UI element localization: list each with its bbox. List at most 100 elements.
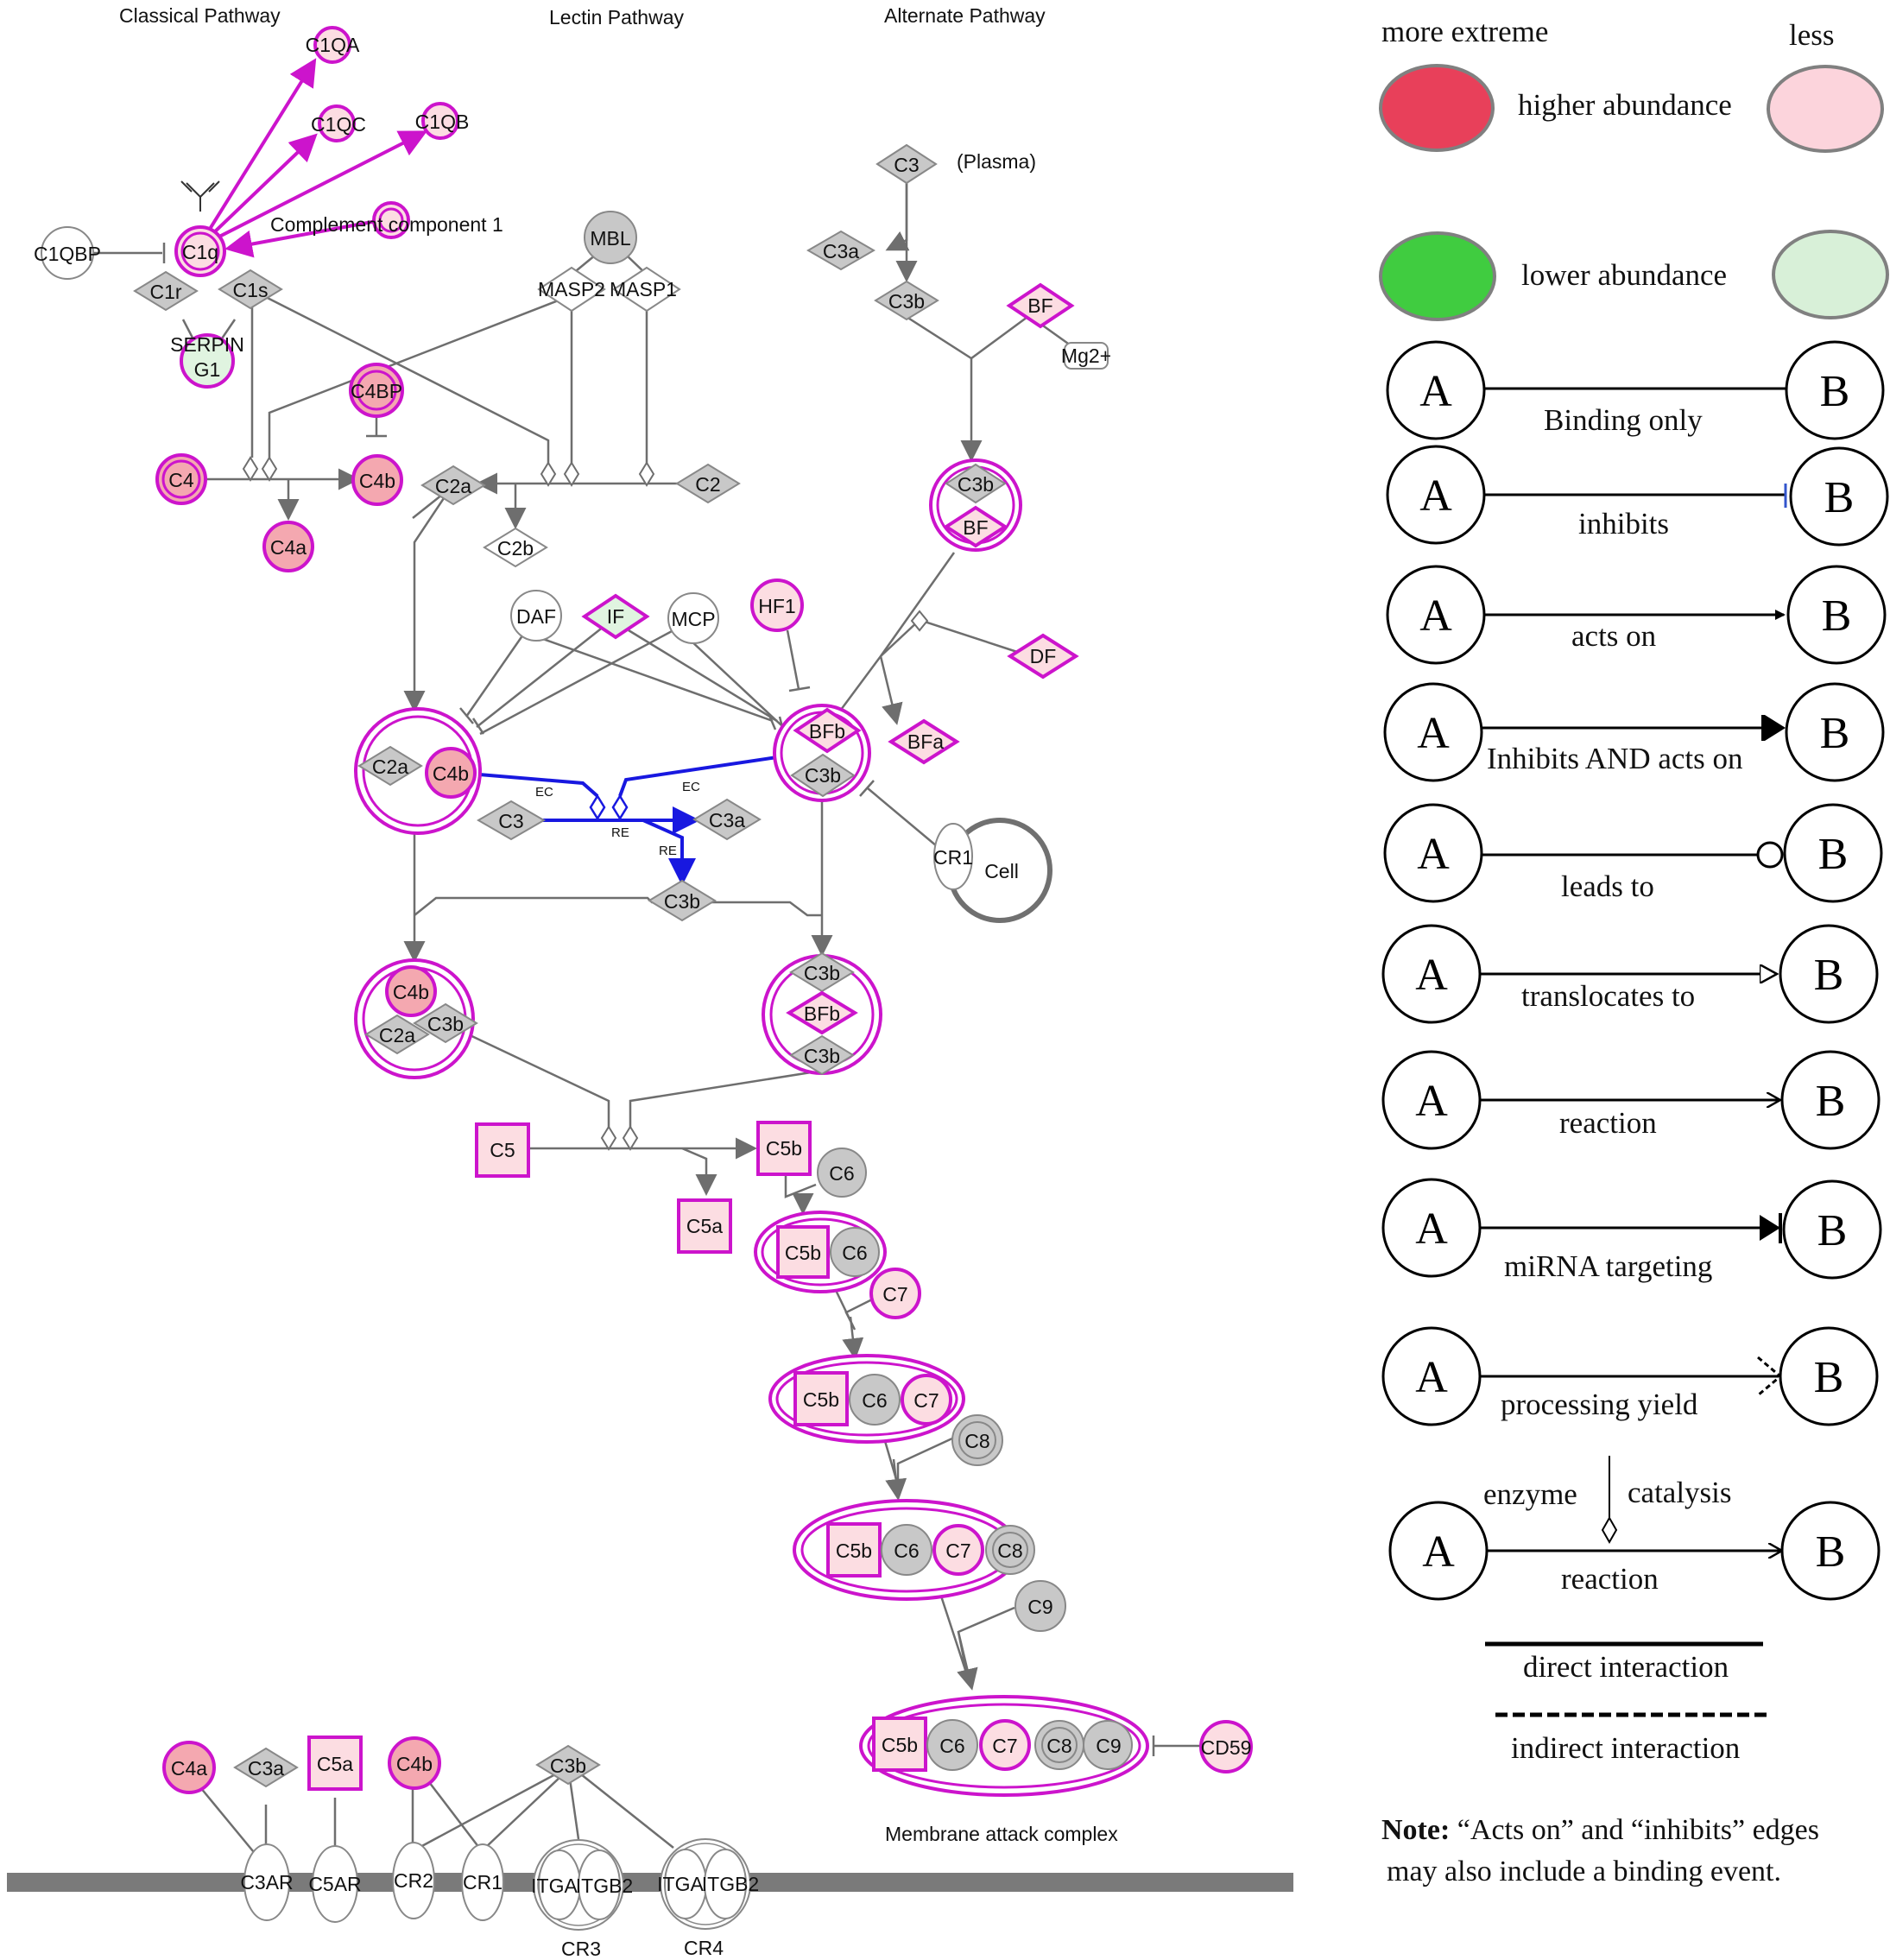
legend-indirect: indirect interaction	[1511, 1731, 1740, 1765]
svg-text:A: A	[1415, 1353, 1448, 1402]
receptor-cr2[interactable]: CR2	[392, 1842, 435, 1919]
node-c1s[interactable]: C1s	[218, 269, 283, 310]
node-mg2[interactable]: Mg2+	[1061, 342, 1111, 370]
node-df[interactable]: DF	[1007, 633, 1079, 680]
receptor-cr1[interactable]: CR1	[461, 1843, 504, 1921]
svg-text:C4BP: C4BP	[351, 380, 402, 402]
node-c4a-top[interactable]: C4a	[262, 521, 314, 572]
node-bf-top[interactable]: BF	[1006, 282, 1075, 329]
node-c3b-plasma[interactable]: C3b	[874, 280, 939, 321]
node-c1q[interactable]: C1q	[174, 225, 226, 277]
legend-inhibits: A B inhibits	[1386, 445, 1889, 547]
svg-text:G1: G1	[194, 358, 221, 381]
node-c1r[interactable]: C1r	[133, 270, 199, 312]
node-c4[interactable]: C4	[155, 453, 207, 505]
svg-text:B: B	[1814, 1353, 1844, 1402]
label-mac: Membrane attack complex	[885, 1823, 1118, 1845]
svg-text:C1QC: C1QC	[311, 113, 366, 136]
svg-text:DF: DF	[1030, 645, 1057, 667]
label-ec-right: EC	[682, 780, 700, 794]
node-masp2[interactable]: MASP2	[537, 266, 606, 313]
node-c4a-bottom[interactable]: C4a	[162, 1741, 216, 1794]
node-c1qa[interactable]: C1QA	[306, 26, 360, 64]
node-cr1-cell[interactable]: CR1	[933, 823, 973, 890]
node-c6[interactable]: C6	[817, 1148, 867, 1198]
edge-to-bfa	[879, 655, 903, 725]
edge-cr1-c3bbfb	[867, 787, 938, 847]
svg-text:BF: BF	[963, 516, 988, 539]
svg-text:CD59: CD59	[1201, 1736, 1252, 1759]
node-hf1[interactable]: HF1	[750, 579, 804, 632]
edge-serping-c1r	[181, 319, 196, 342]
complex-bfb-c3b[interactable]: BFb C3b	[773, 704, 871, 802]
svg-text:enzyme: enzyme	[1483, 1477, 1577, 1511]
catalysis-diamond	[261, 456, 278, 482]
node-daf[interactable]: DAF	[510, 590, 562, 642]
svg-text:C3b: C3b	[664, 890, 700, 913]
node-c7[interactable]: C7	[869, 1268, 921, 1319]
node-c3a-bottom[interactable]: C3a	[233, 1747, 299, 1788]
legend-note-line2: may also include a binding event.	[1387, 1856, 1781, 1887]
complex-membrane-attack[interactable]: C5b C6 C7 C8 C9	[859, 1695, 1149, 1797]
node-c1qb[interactable]: C1QB	[415, 102, 470, 140]
node-mcp[interactable]: MCP	[667, 592, 719, 644]
svg-text:A: A	[1415, 1077, 1448, 1126]
node-mbl[interactable]: MBL	[584, 211, 637, 264]
node-c3b-bottom[interactable]: C3b	[535, 1744, 601, 1786]
complex-c3b-bfb-c3b[interactable]: C3b BFb C3b	[762, 952, 882, 1076]
node-c5a-bottom[interactable]: C5a	[307, 1736, 363, 1791]
complex-c3b-bf[interactable]: C3b BF	[929, 458, 1022, 552]
node-c4b-bottom[interactable]: C4b	[388, 1736, 441, 1790]
edge-c3-c3a-plasma	[885, 183, 910, 251]
complex-c4b-c2a-c3b[interactable]: C4b C2a C3b	[354, 958, 478, 1079]
legend-leads-to: A B leads to	[1383, 803, 1883, 903]
edge-c4b2a-conv	[478, 773, 599, 798]
edge-c3b-cr2	[418, 1772, 558, 1849]
legend-processing-yield: A B processing yield	[1381, 1326, 1879, 1426]
node-c8[interactable]: C8	[951, 1414, 1003, 1466]
node-c1qc[interactable]: C1QC	[311, 104, 366, 142]
node-c5[interactable]: C5	[475, 1122, 530, 1178]
receptor-cr3[interactable]: ITGA ITGB2 CR3	[531, 1839, 633, 1960]
complex-c5b-c6-c7[interactable]: C5b C6 C7	[768, 1354, 965, 1444]
node-c5a[interactable]: C5a	[677, 1198, 732, 1254]
node-cell[interactable]: Cell	[947, 818, 1052, 923]
svg-text:C7: C7	[992, 1735, 1017, 1757]
catalysis-diamond	[600, 1125, 617, 1151]
node-c4b-top[interactable]: C4b	[351, 454, 403, 506]
node-c5b[interactable]: C5b	[756, 1121, 812, 1176]
node-c3-plasma[interactable]: C3	[875, 143, 938, 185]
complex-c2a-c4b[interactable]: C2a C4b	[354, 707, 482, 835]
receptor-c5ar[interactable]: C5AR	[308, 1845, 362, 1923]
node-serping1[interactable]: SERPIN G1	[170, 333, 244, 389]
edge-bar-l1	[459, 707, 474, 724]
node-bfa[interactable]: BFa	[888, 718, 960, 765]
complex-c5b-c6-c7-c8[interactable]: C5b C6 C7 C8	[793, 1499, 1035, 1601]
node-c3a-plasma[interactable]: C3a	[806, 230, 875, 271]
magenta-edges	[205, 58, 428, 258]
node-if[interactable]: IF	[581, 593, 650, 640]
edge-c8-add	[879, 1426, 955, 1486]
edge-c1q-c1qa	[205, 58, 317, 235]
node-c2[interactable]: C2	[675, 463, 741, 504]
header-alternate: Alternate Pathway	[884, 4, 1046, 27]
node-masp1[interactable]: MASP1	[610, 266, 681, 313]
node-c1qbp[interactable]: C1QBP	[34, 226, 101, 280]
node-cd59[interactable]: CD59	[1199, 1720, 1253, 1773]
svg-text:C8: C8	[997, 1540, 1022, 1562]
node-c3-mid[interactable]: C3	[477, 800, 546, 841]
edge-c1q-comp1	[224, 218, 382, 258]
svg-text:C3b: C3b	[805, 764, 841, 787]
node-c3b-mid[interactable]: C3b	[648, 879, 717, 922]
blue-edges	[478, 756, 778, 886]
receptor-c3ar[interactable]: C3AR	[240, 1843, 294, 1921]
node-c3a-mid[interactable]: C3a	[692, 798, 762, 841]
node-c4bp[interactable]: C4BP	[349, 363, 404, 418]
complex-c5b-c6[interactable]: C5b C6	[754, 1211, 887, 1293]
receptor-cr4[interactable]: ITGA ITGB2 CR4	[657, 1838, 759, 1959]
node-c2b[interactable]: C2b	[483, 527, 548, 568]
node-c2a-top[interactable]: C2a	[420, 465, 486, 506]
node-c9[interactable]: C9	[1015, 1580, 1066, 1632]
svg-text:C6: C6	[894, 1540, 919, 1562]
node-complement-component-1[interactable]: Complement component 1	[270, 201, 503, 239]
